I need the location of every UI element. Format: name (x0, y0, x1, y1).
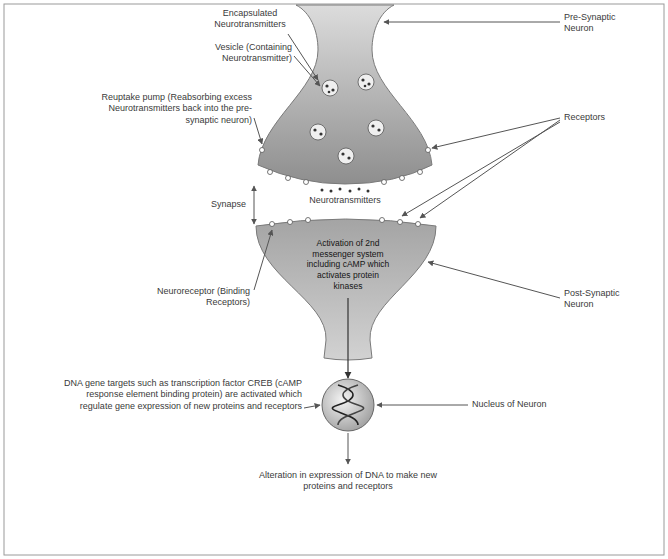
neurotransmitter-dot (371, 124, 374, 127)
neurotransmitter-dot (367, 190, 370, 193)
receptor (382, 180, 387, 185)
vesicle (338, 148, 354, 164)
callout-label: Pre-Synaptic Neuron (564, 12, 644, 35)
vesicle (322, 80, 338, 96)
receptor (270, 222, 275, 227)
receptor (426, 148, 431, 153)
receptor (286, 176, 291, 181)
node-label: Nucleus of Neuron (472, 399, 552, 410)
vesicle (310, 124, 326, 140)
callout-label: DNA gene targets such as transcription f… (62, 378, 302, 412)
callout-label: Reuptake pump (Reabsorbing excess Neurot… (92, 92, 252, 126)
dna-helix (338, 385, 364, 425)
neurotransmitter-dot (331, 88, 334, 91)
callout-label: Encapsulated Neurotransmitters (195, 8, 305, 31)
callout-label: Neuroreceptor (Binding Receptors) (140, 286, 250, 309)
nucleus-node: Nucleus of Neuron (322, 379, 374, 431)
receptor (416, 222, 421, 227)
receptor (306, 218, 311, 223)
receptor (400, 176, 405, 181)
leader-line (384, 22, 560, 23)
receptor (260, 148, 265, 153)
neurotransmitter-dot (313, 128, 316, 131)
process-text-box: Activation of 2nd messenger system inclu… (302, 238, 394, 296)
leader-line (294, 56, 320, 86)
synapse-arrow (254, 186, 255, 224)
leader-line (304, 405, 320, 408)
neurotransmitter-dot (349, 190, 352, 193)
receptor (288, 220, 293, 225)
node-text: Activation of 2nd messenger system inclu… (302, 238, 394, 291)
neurotransmitter-dot (377, 128, 380, 131)
receptor (380, 218, 385, 223)
vesicle (368, 120, 384, 136)
neurotransmitter-dot (328, 91, 331, 94)
receptor (304, 180, 309, 185)
neurotransmitter-dot (347, 156, 350, 159)
neurotransmitter-dot (364, 85, 367, 88)
callout-label: Vesicle (Containing Neurotransmitter) (162, 42, 292, 65)
neurotransmitter-dot (358, 188, 361, 191)
callout-label: Synapse (196, 199, 246, 210)
neurotransmitter-dot (339, 188, 342, 191)
flow-arrow (348, 433, 349, 464)
callout-label: Post-Synaptic Neuron (564, 288, 644, 311)
neurotransmitter-dot (325, 84, 328, 87)
leader-line (254, 118, 262, 144)
neurotransmitter-dot (341, 152, 344, 155)
flow-arrow (347, 298, 348, 378)
neurotransmitter-dot (361, 78, 364, 81)
result-label: Alteration in expression of DNA to make … (248, 470, 448, 493)
leader-line (377, 405, 468, 406)
nucleus (322, 379, 374, 431)
cleft-label: Neurotransmitters (300, 195, 390, 206)
pre-synaptic-neuron (258, 5, 432, 184)
vesicle (358, 74, 374, 90)
neurotransmitter-dot (319, 132, 322, 135)
frame (4, 4, 664, 555)
callout-label: Receptors (564, 112, 644, 123)
receptor (268, 170, 273, 175)
post-synaptic-neuron (256, 219, 436, 360)
leader-line (288, 34, 318, 80)
neurotransmitter-dot (330, 190, 333, 193)
neurotransmitter-dot (321, 189, 324, 192)
leader-line (402, 122, 560, 216)
leader-line (254, 230, 272, 290)
receptor (398, 220, 403, 225)
neurotransmitter-dot (367, 82, 370, 85)
receptor (418, 170, 423, 175)
leader-line (428, 262, 560, 298)
